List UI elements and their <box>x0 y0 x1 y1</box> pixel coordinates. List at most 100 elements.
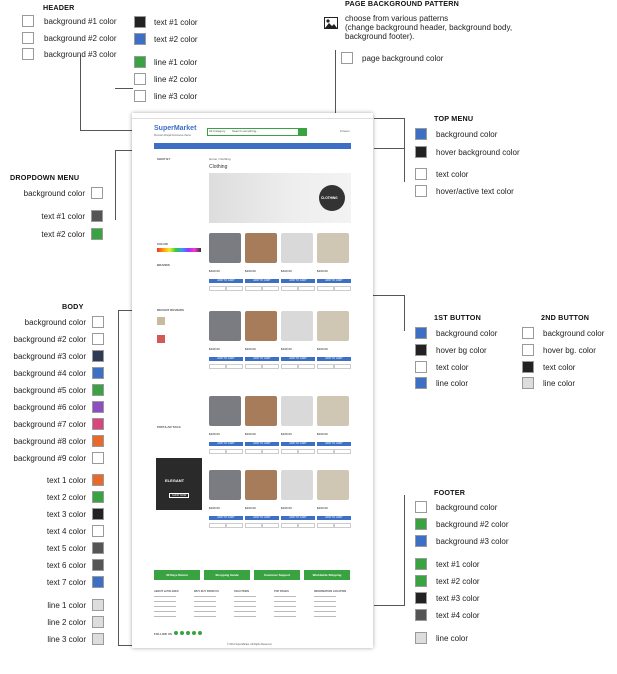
top-menu-background-color-swatch[interactable] <box>415 128 427 140</box>
footer-text-text-3-color-swatch[interactable] <box>415 592 427 604</box>
header-text-1-color-swatch[interactable] <box>134 16 146 28</box>
mock-product-image[interactable] <box>281 470 313 500</box>
footer-text-text-1-color-swatch[interactable] <box>415 558 427 570</box>
mock-breadcrumb[interactable]: Home / Clothing <box>209 157 231 161</box>
mock-secondary-button[interactable] <box>298 449 315 454</box>
mock-footer-link[interactable] <box>314 596 336 597</box>
mock-search-button[interactable] <box>298 128 306 135</box>
mock-secondary-button[interactable] <box>298 364 315 369</box>
mock-social-icon[interactable] <box>180 631 184 635</box>
body-bg-background-3-color-swatch[interactable] <box>92 350 104 362</box>
mock-secondary-button[interactable] <box>262 286 279 291</box>
mock-secondary-button[interactable] <box>209 449 226 454</box>
mock-footer-link[interactable] <box>274 611 296 612</box>
mock-footer-link[interactable] <box>274 616 296 617</box>
mock-footer-box[interactable]: 30 Days Return <box>154 570 200 580</box>
body-line-line-1-color-swatch[interactable] <box>92 599 104 611</box>
mock-footer-link[interactable] <box>194 606 216 607</box>
body-bg-background-9-color-swatch[interactable] <box>92 452 104 464</box>
body-bg-background-color-swatch[interactable] <box>92 316 104 328</box>
footer-text-text-2-color-swatch[interactable] <box>415 575 427 587</box>
mock-secondary-button[interactable] <box>245 523 262 528</box>
btn1-background-color-swatch[interactable] <box>415 327 427 339</box>
mock-secondary-button[interactable] <box>334 523 351 528</box>
mock-add-to-cart-button[interactable]: ADD TO CART <box>245 516 279 520</box>
mock-add-to-cart-button[interactable]: ADD TO CART <box>281 516 315 520</box>
mock-footer-link[interactable] <box>234 616 256 617</box>
mock-product-image[interactable] <box>281 233 313 263</box>
mock-add-to-cart-button[interactable]: ADD TO CART <box>209 279 243 283</box>
body-line-line-3-color-swatch[interactable] <box>92 633 104 645</box>
footer-bg-background-color-swatch[interactable] <box>415 501 427 513</box>
mock-footer-link[interactable] <box>154 606 176 607</box>
body-text-text-2-color-swatch[interactable] <box>92 491 104 503</box>
mock-footer-link[interactable] <box>194 616 216 617</box>
mock-add-to-cart-button[interactable]: ADD TO CART <box>281 442 315 446</box>
mock-footer-link[interactable] <box>314 611 336 612</box>
body-text-text-7-color-swatch[interactable] <box>92 576 104 588</box>
mock-add-to-cart-button[interactable]: ADD TO CART <box>245 357 279 361</box>
mock-product-image[interactable] <box>209 470 241 500</box>
mock-secondary-button[interactable] <box>209 364 226 369</box>
mock-add-to-cart-button[interactable]: ADD TO CART <box>209 516 243 520</box>
mock-product-image[interactable] <box>245 470 277 500</box>
mock-product-image[interactable] <box>317 311 349 341</box>
mock-secondary-button[interactable] <box>226 286 243 291</box>
header-background-2-color-swatch[interactable] <box>22 32 34 44</box>
body-text-text-5-color-swatch[interactable] <box>92 542 104 554</box>
mock-product-image[interactable] <box>209 396 241 426</box>
mock-secondary-button[interactable] <box>281 449 298 454</box>
mock-add-to-cart-button[interactable]: ADD TO CART <box>281 357 315 361</box>
body-text-text-1-color-swatch[interactable] <box>92 474 104 486</box>
mock-add-to-cart-button[interactable]: ADD TO CART <box>317 279 351 283</box>
body-bg-background-7-color-swatch[interactable] <box>92 418 104 430</box>
mock-product-image[interactable] <box>245 396 277 426</box>
body-bg-background-6-color-swatch[interactable] <box>92 401 104 413</box>
mock-product-image[interactable] <box>209 233 241 263</box>
footer-bg-background-2-color-swatch[interactable] <box>415 518 427 530</box>
mock-secondary-button[interactable] <box>334 449 351 454</box>
body-text-text-3-color-swatch[interactable] <box>92 508 104 520</box>
header-line-2-color-swatch[interactable] <box>134 73 146 85</box>
mock-add-to-cart-button[interactable]: ADD TO CART <box>245 442 279 446</box>
mock-secondary-button[interactable] <box>262 523 279 528</box>
mock-footer-link[interactable] <box>194 601 216 602</box>
mock-footer-link[interactable] <box>314 606 336 607</box>
mock-footer-link[interactable] <box>234 601 256 602</box>
mock-secondary-button[interactable] <box>262 449 279 454</box>
mock-footer-link[interactable] <box>314 601 336 602</box>
mock-cart[interactable]: 0 items <box>340 129 350 133</box>
mock-secondary-button[interactable] <box>334 286 351 291</box>
btn2-hover-bg-color-swatch[interactable] <box>522 344 534 356</box>
mock-footer-link[interactable] <box>274 601 296 602</box>
header-line-1-color-swatch[interactable] <box>134 56 146 68</box>
dropdown-background-color-swatch[interactable] <box>91 187 103 199</box>
mock-footer-box[interactable]: Worldwide Shipping <box>304 570 350 580</box>
mock-secondary-button[interactable] <box>245 449 262 454</box>
body-text-text-4-color-swatch[interactable] <box>92 525 104 537</box>
mock-search-placeholder[interactable]: Search something... <box>232 129 259 133</box>
mock-secondary-button[interactable] <box>317 286 334 291</box>
top-menu-hover-background-color-swatch[interactable] <box>415 146 427 158</box>
mock-social-icon[interactable] <box>186 631 190 635</box>
mock-product-image[interactable] <box>281 311 313 341</box>
top-menu-hover-active-text-color-swatch[interactable] <box>415 185 427 197</box>
header-text-2-color-swatch[interactable] <box>134 33 146 45</box>
mock-secondary-button[interactable] <box>298 523 315 528</box>
mock-product-image[interactable] <box>317 396 349 426</box>
mock-add-to-cart-button[interactable]: ADD TO CART <box>209 442 243 446</box>
mock-recent-thumb-2[interactable] <box>157 335 165 343</box>
mock-secondary-button[interactable] <box>298 286 315 291</box>
mock-footer-link[interactable] <box>274 596 296 597</box>
btn1-line-color-swatch[interactable] <box>415 377 427 389</box>
top-menu-text-color-swatch[interactable] <box>415 168 427 180</box>
mock-footer-link[interactable] <box>194 596 216 597</box>
body-bg-background-8-color-swatch[interactable] <box>92 435 104 447</box>
mock-secondary-button[interactable] <box>209 286 226 291</box>
mock-logo[interactable]: SuperMarket <box>154 125 197 132</box>
mock-footer-link[interactable] <box>234 611 256 612</box>
dropdown-text-2-color-swatch[interactable] <box>91 228 103 240</box>
mock-social-icon[interactable] <box>198 631 202 635</box>
mock-add-to-cart-button[interactable]: ADD TO CART <box>209 357 243 361</box>
footer-line-color-swatch[interactable] <box>415 632 427 644</box>
